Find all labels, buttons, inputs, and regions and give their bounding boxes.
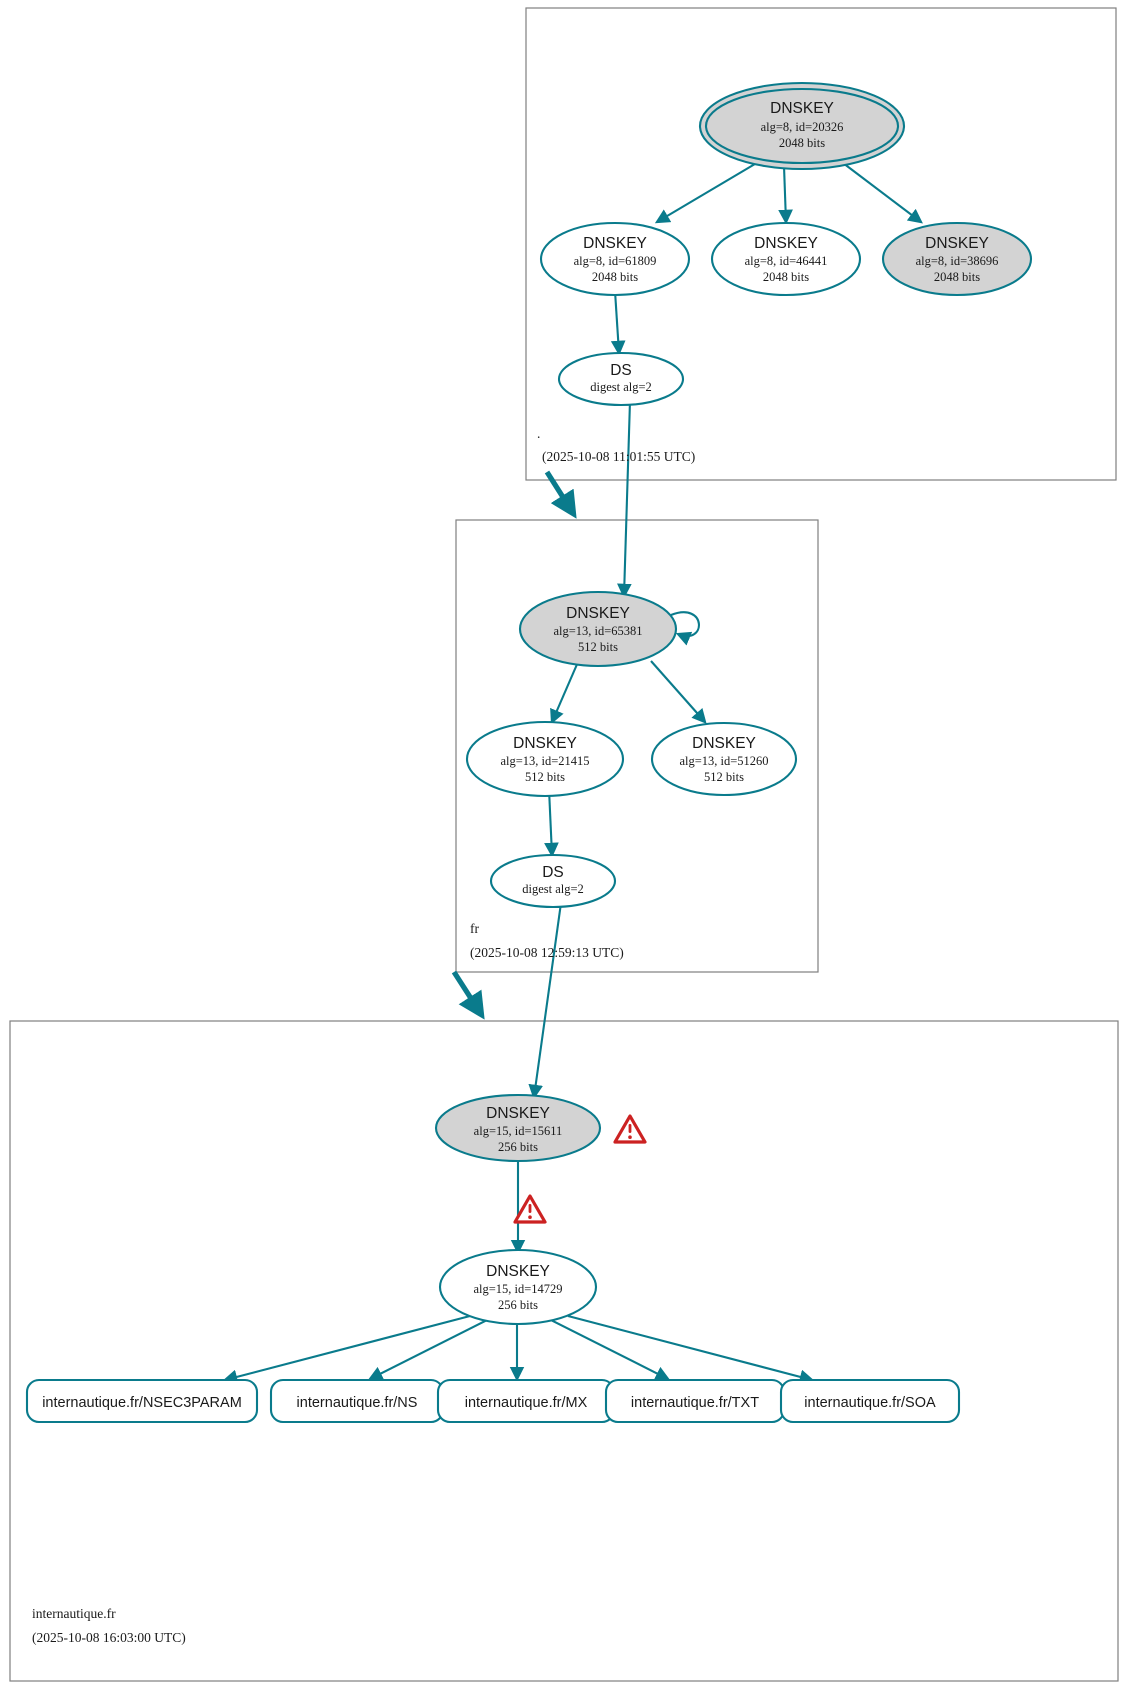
edge-fr-ksk-to-21415 — [550, 661, 579, 725]
node-alg-id: alg=8, id=61809 — [574, 254, 657, 268]
zone-timestamp-fr: (2025-10-08 12:59:13 UTC) — [470, 945, 624, 960]
node-keysize: 256 bits — [498, 1298, 538, 1312]
node-alg-id: alg=15, id=14729 — [473, 1282, 562, 1296]
node-alg-id: alg=8, id=38696 — [916, 254, 999, 268]
edge-inf-zsk-to-ns — [367, 1319, 488, 1381]
node-title: DNSKEY — [513, 735, 577, 752]
rrset-soa[interactable]: internautique.fr/SOA — [779, 1378, 961, 1424]
rrset-txt[interactable]: internautique.fr/TXT — [604, 1378, 786, 1424]
node-alg-id: alg=13, id=65381 — [553, 624, 642, 638]
node-keysize: 2048 bits — [763, 270, 809, 284]
node-alg-id: alg=13, id=21415 — [500, 754, 589, 768]
node-alg-id: alg=8, id=20326 — [761, 120, 844, 134]
node-alg-id: alg=15, id=15611 — [474, 1124, 563, 1138]
node-fr-zsk-51260[interactable]: DNSKEY alg=13, id=51260 512 bits — [650, 721, 798, 797]
node-keysize: 512 bits — [525, 770, 565, 784]
node-keysize: 2048 bits — [934, 270, 980, 284]
node-fr-zsk-21415[interactable]: DNSKEY alg=13, id=21415 512 bits — [465, 720, 625, 798]
rrset-label: internautique.fr/NSEC3PARAM — [42, 1395, 242, 1411]
node-root-zsk-46441[interactable]: DNSKEY alg=8, id=46441 2048 bits — [710, 221, 862, 297]
node-digest-alg: digest alg=2 — [522, 882, 584, 896]
edge-inf-zsk-to-nsec3param — [222, 1314, 471, 1385]
node-keysize: 2048 bits — [592, 270, 638, 284]
node-keysize: 512 bits — [578, 640, 618, 654]
node-alg-id: alg=8, id=46441 — [745, 254, 828, 268]
node-title: DNSKEY — [754, 235, 818, 252]
warning-triangle-icon[interactable] — [513, 1194, 547, 1224]
edge-delegation-root-to-fr — [544, 470, 577, 519]
zone-label-fr: fr — [470, 921, 479, 936]
node-keysize: 256 bits — [498, 1140, 538, 1154]
node-fr-ds[interactable]: DS digest alg=2 — [489, 853, 617, 909]
node-title: DS — [542, 864, 564, 881]
rrset-mx[interactable]: internautique.fr/MX — [436, 1378, 616, 1424]
node-root-ksk-20326[interactable]: DNSKEY alg=8, id=20326 2048 bits — [698, 81, 906, 171]
rrset-ns[interactable]: internautique.fr/NS — [269, 1378, 445, 1424]
node-alg-id: alg=13, id=51260 — [679, 754, 768, 768]
edge-fr-ds-to-inf-ksk — [528, 902, 563, 1100]
rrset-label: internautique.fr/TXT — [631, 1395, 759, 1411]
edge-fr-21415-to-ds — [544, 788, 559, 858]
node-title: DNSKEY — [925, 235, 989, 252]
edge-root-ksk-to-46441 — [778, 165, 793, 225]
node-keysize: 2048 bits — [779, 136, 825, 150]
node-title: DNSKEY — [583, 235, 647, 252]
node-root-ds[interactable]: DS digest alg=2 — [557, 351, 685, 407]
edge-root-ds-to-fr-ksk — [617, 400, 632, 599]
node-title: DNSKEY — [566, 605, 630, 622]
node-inf-ksk-15611[interactable]: DNSKEY alg=15, id=15611 256 bits — [434, 1093, 602, 1163]
edge-delegation-fr-to-internautique — [451, 970, 485, 1020]
edge-root-61809-to-ds — [610, 290, 626, 356]
node-title: DNSKEY — [692, 735, 756, 752]
rrset-label: internautique.fr/MX — [465, 1395, 588, 1411]
rrset-label: internautique.fr/SOA — [804, 1395, 936, 1411]
node-title: DS — [610, 362, 632, 379]
node-root-zsk-38696[interactable]: DNSKEY alg=8, id=38696 2048 bits — [881, 221, 1033, 297]
zone-label-internautique: internautique.fr — [32, 1606, 116, 1621]
edge-fr-ksk-selfloop — [670, 611, 700, 646]
zone-box-fr — [455, 519, 819, 973]
edge-root-ksk-to-38696 — [842, 162, 923, 224]
node-fr-ksk-65381[interactable]: DNSKEY alg=13, id=65381 512 bits — [518, 590, 678, 668]
node-digest-alg: digest alg=2 — [590, 380, 652, 394]
edge-inf-zsk-to-soa — [567, 1314, 815, 1385]
zone-timestamp-root: (2025-10-08 11:01:55 UTC) — [542, 449, 695, 464]
node-title: DNSKEY — [486, 1105, 550, 1122]
node-title: DNSKEY — [486, 1263, 550, 1280]
node-root-zsk-61809[interactable]: DNSKEY alg=8, id=61809 2048 bits — [539, 221, 691, 297]
zone-box-internautique — [9, 1020, 1119, 1682]
edge-fr-ksk-to-51260 — [650, 660, 707, 724]
node-keysize: 512 bits — [704, 770, 744, 784]
zone-label-root: . — [537, 426, 540, 441]
warning-triangle-icon[interactable] — [613, 1114, 647, 1144]
rrset-nsec3param[interactable]: internautique.fr/NSEC3PARAM — [25, 1378, 259, 1424]
node-title: DNSKEY — [770, 100, 834, 117]
rrset-label: internautique.fr/NS — [297, 1395, 418, 1411]
edge-root-ksk-to-61809 — [654, 160, 761, 224]
node-inf-zsk-14729[interactable]: DNSKEY alg=15, id=14729 256 bits — [438, 1248, 598, 1326]
edge-inf-zsk-to-txt — [550, 1319, 671, 1381]
zone-timestamp-internautique: (2025-10-08 16:03:00 UTC) — [32, 1630, 186, 1645]
zone-box-root — [525, 7, 1117, 481]
